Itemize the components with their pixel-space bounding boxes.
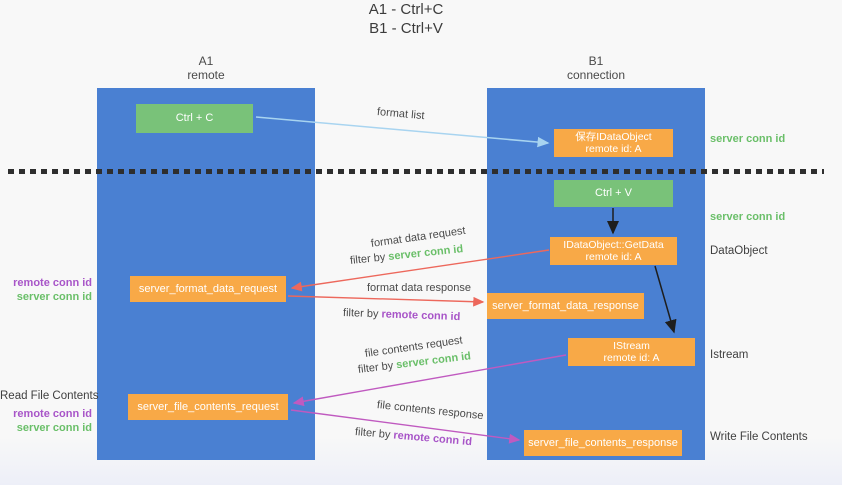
ctrl-c-box: Ctrl + C	[136, 104, 253, 133]
server-format-data-request-box: server_format_data_request	[130, 276, 286, 302]
title-line-1: A1 - Ctrl+C	[368, 1, 444, 18]
getdata-remote-id: remote id: A	[585, 251, 642, 263]
istream-title: IStream	[613, 339, 650, 352]
lifeline-header-connection: B1 connection	[487, 54, 705, 82]
lifeline-right-name: B1	[588, 54, 604, 68]
server-file-contents-request-box: server_file_contents_request	[128, 394, 288, 420]
server-file-contents-response-box: server_file_contents_response	[524, 430, 682, 456]
ctrl-v-label: Ctrl + V	[595, 187, 632, 199]
title-line-2: B1 - Ctrl+V	[369, 20, 443, 37]
arrow-format-data-request	[290, 249, 550, 292]
left-remote-conn-id-label-2: remote conn id	[13, 408, 92, 420]
format-data-response-label: format data response	[367, 282, 471, 294]
server-format-data-request-label: server_format_data_request	[138, 282, 278, 295]
lifeline-right-role: connection	[566, 68, 626, 82]
read-file-contents-label: Read File Contents	[0, 390, 99, 402]
istream-box: IStream remote id: A	[568, 338, 695, 366]
arrow-format-list	[255, 116, 550, 148]
filter-by-text: filter by	[342, 307, 382, 321]
arrow-file-contents-response	[290, 409, 521, 444]
write-file-contents-label: Write File Contents	[710, 431, 808, 443]
dataobject-label: DataObject	[710, 245, 768, 257]
arrow-format-data-response	[287, 295, 485, 307]
server-file-contents-response-label: server_file_contents_response	[528, 436, 678, 449]
server-format-data-response-box: server_format_data_response	[487, 293, 644, 319]
getdata-box: IDataObject::GetData remote id: A	[550, 237, 677, 265]
save-dataobject-title: 保存IDataObject	[575, 130, 652, 143]
server-format-data-response-label: server_format_data_response	[492, 299, 639, 312]
left-server-conn-id-label-2: server conn id	[16, 422, 92, 434]
lifeline-left-name: A1	[198, 54, 214, 68]
session-separator-dotted-line	[8, 169, 824, 174]
ctrl-c-label: Ctrl + C	[175, 112, 214, 124]
left-remote-conn-id-label: remote conn id	[13, 277, 92, 289]
arrow-getdata-to-istream	[654, 265, 677, 334]
ctrl-v-box: Ctrl + V	[554, 180, 673, 207]
left-server-conn-id-label: server conn id	[16, 291, 92, 303]
lifeline-left-role: remote	[187, 68, 225, 82]
arrow-file-contents-request	[292, 354, 567, 407]
save-dataobject-remote-id: remote id: A	[585, 143, 642, 155]
getdata-title: IDataObject::GetData	[563, 238, 664, 251]
lifeline-header-remote: A1 remote	[97, 54, 315, 82]
save-dataobject-box: 保存IDataObject remote id: A	[554, 129, 673, 157]
istream-side-label: Istream	[710, 349, 749, 361]
istream-remote-id: remote id: A	[603, 352, 660, 364]
diagram-title: A1 - Ctrl+C B1 - Ctrl+V	[0, 0, 812, 38]
right-server-conn-id-label-top: server conn id	[710, 133, 786, 145]
right-server-conn-id-label-mid: server conn id	[710, 211, 786, 223]
server-file-contents-request-label: server_file_contents_request	[137, 400, 279, 413]
